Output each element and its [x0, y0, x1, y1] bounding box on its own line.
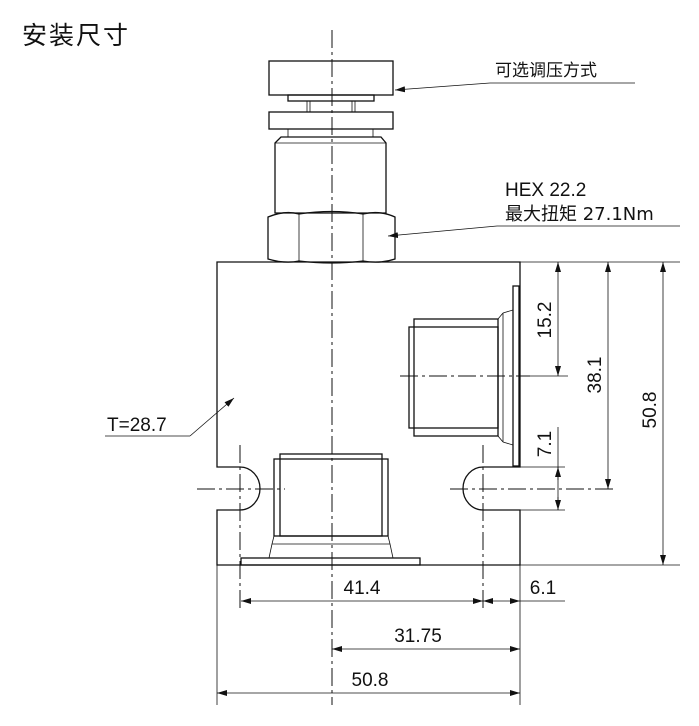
hex-nut: [267, 210, 396, 264]
callout-thickness-label: T=28.7: [107, 415, 167, 436]
vertical-dimensions: 15.2 38.1 50.8 7.1: [520, 261, 680, 566]
side-port: [408, 285, 520, 467]
page-title: 安装尺寸: [22, 21, 131, 50]
callout-adjust: 可选调压方式: [394, 61, 635, 93]
valve-body: [216, 261, 521, 566]
callout-torque-label: 最大扭矩 27.1Nm: [505, 204, 654, 225]
dim-width: 50.8: [352, 670, 389, 691]
callout-hex-label: HEX 22.2: [505, 180, 586, 201]
dim-port-offset: 15.2: [535, 302, 556, 339]
callout-hex: HEX 22.2 最大扭矩 27.1Nm: [387, 180, 680, 239]
center-lines: [197, 30, 617, 705]
adjuster-knob: [268, 60, 394, 138]
bottom-port: [240, 453, 421, 566]
dim-hole-to-port: 38.1: [585, 357, 606, 394]
dim-hole-spacing: 41.4: [344, 578, 381, 599]
dim-center-offset: 31.75: [394, 626, 442, 647]
dim-hole-edge: 6.1: [530, 578, 556, 599]
horizontal-dimensions: 41.4 6.1 31.75 50.8: [216, 565, 565, 705]
valve-cartridge: [274, 136, 387, 214]
dim-height: 50.8: [640, 392, 661, 429]
callout-adjust-label: 可选调压方式: [495, 61, 597, 81]
dim-hole-offset: 7.1: [535, 431, 556, 457]
callout-thickness: T=28.7: [105, 397, 235, 437]
